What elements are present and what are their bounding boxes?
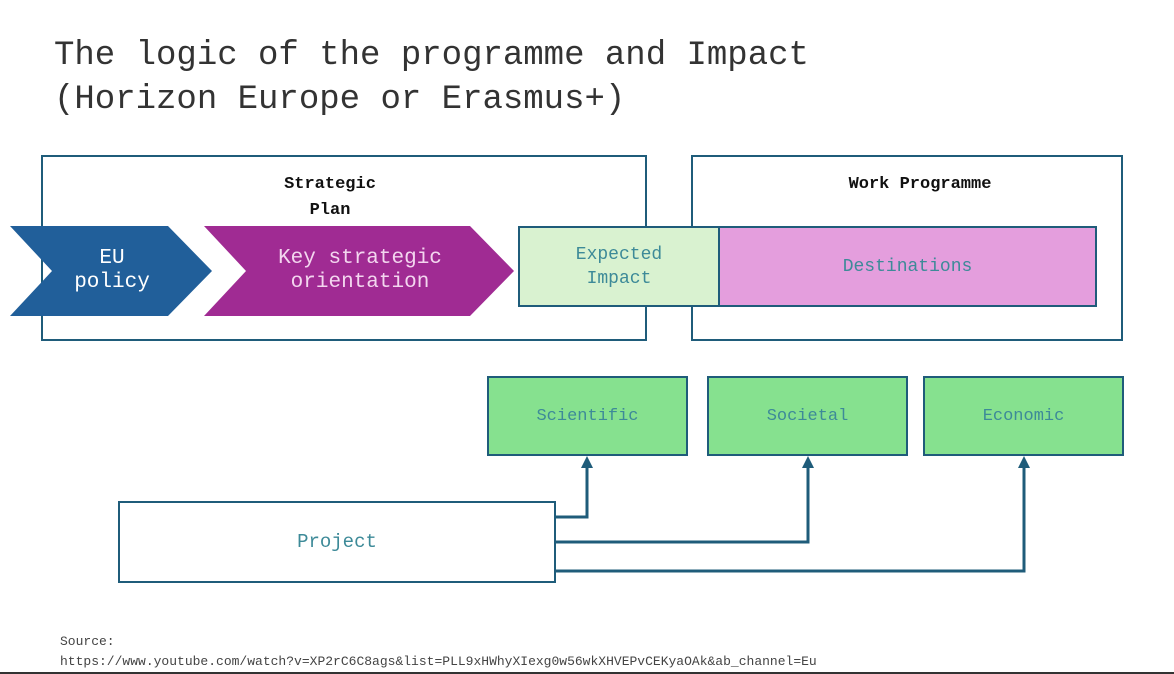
eu-policy-chevron bbox=[10, 226, 212, 316]
key-strategic-label-line-1: Key strategic bbox=[278, 247, 442, 270]
source-note: Source: https://www.youtube.com/watch?v=… bbox=[60, 632, 817, 672]
page-title: The logic of the programme and Impact (H… bbox=[54, 34, 809, 122]
work-programme-label: Work Programme bbox=[848, 175, 992, 194]
economic-label: Economic bbox=[982, 406, 1065, 426]
key-strategic-orientation-label: Key strategic orientation bbox=[240, 226, 480, 316]
footer-divider bbox=[0, 672, 1174, 674]
arrowhead-economic bbox=[1018, 456, 1030, 468]
destinations-label: Destinations bbox=[842, 256, 973, 277]
economic-impact-box: Economic bbox=[923, 376, 1124, 456]
arrowhead-societal bbox=[802, 456, 814, 468]
scientific-label: Scientific bbox=[536, 406, 639, 426]
project-box: Project bbox=[118, 501, 556, 583]
key-strategic-chevron bbox=[204, 226, 514, 316]
strategic-plan-label-line-1: Strategic bbox=[284, 175, 376, 194]
title-line-1: The logic of the programme and Impact bbox=[54, 37, 809, 75]
eu-policy-label: EU policy bbox=[52, 226, 172, 316]
arrowhead-scientific bbox=[581, 456, 593, 468]
societal-impact-box: Societal bbox=[707, 376, 908, 456]
eu-policy-label-line-1: EU bbox=[99, 247, 125, 270]
key-strategic-label-line-2: orientation bbox=[290, 271, 430, 294]
eu-policy-label-line-2: policy bbox=[74, 271, 150, 294]
strategic-plan-label: Strategic Plan bbox=[240, 172, 420, 224]
arrow-project-to-scientific bbox=[556, 468, 589, 519]
title-line-2: (Horizon Europe or Erasmus+) bbox=[54, 81, 626, 119]
expected-impact-line-1: Expected bbox=[575, 244, 663, 265]
project-label: Project bbox=[297, 531, 377, 553]
source-url[interactable]: https://www.youtube.com/watch?v=XP2rC6C8… bbox=[60, 654, 817, 669]
societal-label: Societal bbox=[766, 406, 849, 426]
expected-impact-line-2: Impact bbox=[586, 268, 652, 289]
strategic-plan-label-line-2: Plan bbox=[309, 201, 351, 220]
scientific-impact-box: Scientific bbox=[487, 376, 688, 456]
arrow-project-to-societal bbox=[556, 468, 810, 544]
destinations-box: Destinations bbox=[718, 226, 1097, 307]
arrow-project-to-economic bbox=[556, 468, 1026, 573]
source-label: Source: bbox=[60, 634, 115, 649]
